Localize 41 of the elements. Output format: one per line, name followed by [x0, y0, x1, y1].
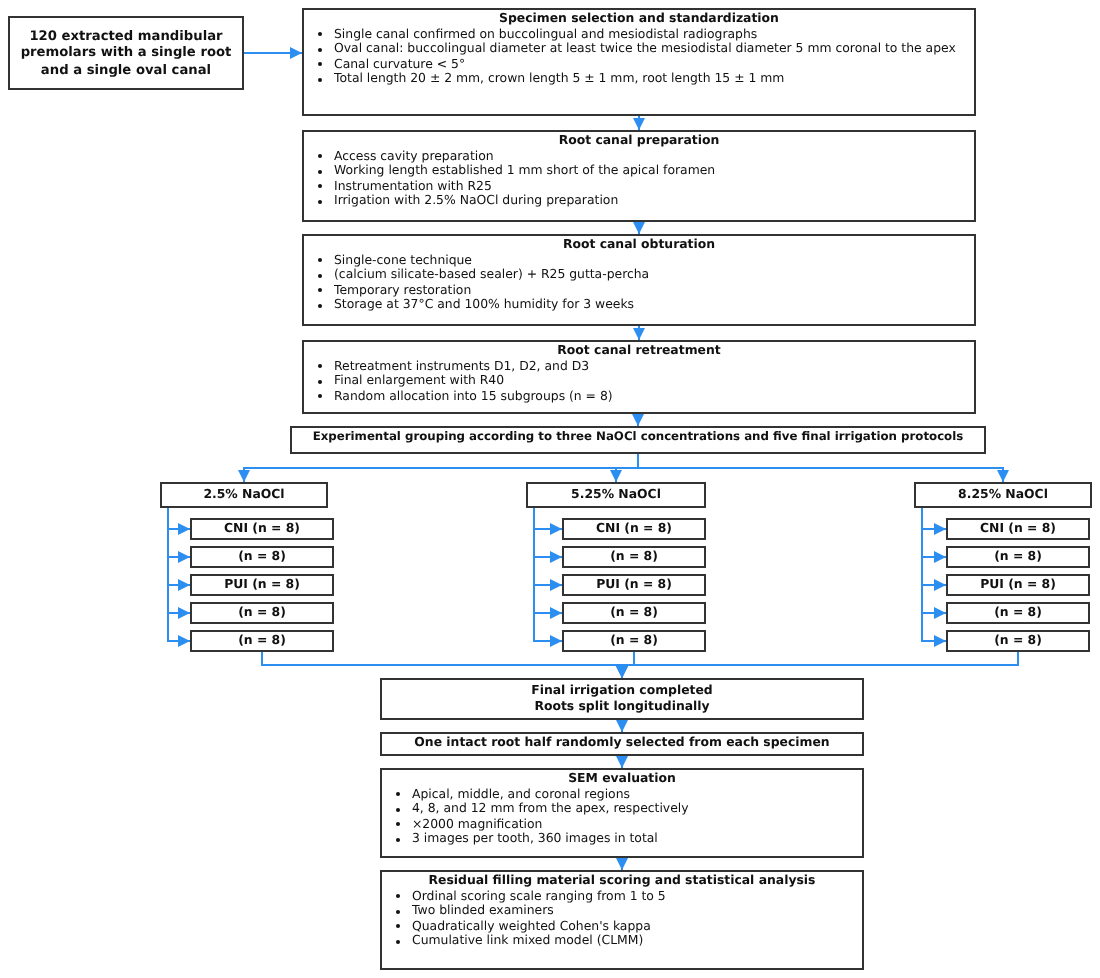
step-box — [562, 602, 706, 624]
process-box — [380, 768, 864, 858]
step-box — [946, 574, 1090, 596]
step-box — [562, 546, 706, 568]
step-box — [190, 546, 334, 568]
arrow — [243, 47, 303, 59]
process-box — [302, 340, 976, 414]
step-box — [562, 574, 706, 596]
arrow — [167, 507, 191, 647]
process-box — [302, 234, 976, 326]
step-box — [190, 518, 334, 540]
arrow — [633, 325, 645, 341]
step-box — [190, 630, 334, 652]
arrow — [616, 719, 628, 733]
arrow — [633, 115, 645, 131]
step-box — [562, 630, 706, 652]
arrow — [616, 857, 628, 871]
step-box — [190, 574, 334, 596]
arrow — [616, 755, 628, 769]
step-box — [946, 518, 1090, 540]
process-box — [380, 870, 864, 970]
arrow — [633, 221, 645, 235]
arrow — [533, 507, 563, 647]
step-box — [946, 602, 1090, 624]
step-box — [946, 630, 1090, 652]
process-box — [302, 130, 976, 222]
step-box — [160, 482, 328, 508]
arrow — [637, 453, 1009, 483]
step-box — [380, 732, 864, 756]
step-box — [290, 426, 986, 454]
step-box — [914, 482, 1092, 508]
step-box — [8, 16, 244, 90]
arrow — [632, 413, 644, 427]
step-box — [946, 546, 1090, 568]
step-box — [380, 678, 864, 720]
step-box — [190, 602, 334, 624]
step-box — [526, 482, 706, 508]
process-box — [302, 8, 976, 116]
step-box — [562, 518, 706, 540]
arrow — [921, 507, 947, 647]
arrow — [616, 651, 1019, 679]
